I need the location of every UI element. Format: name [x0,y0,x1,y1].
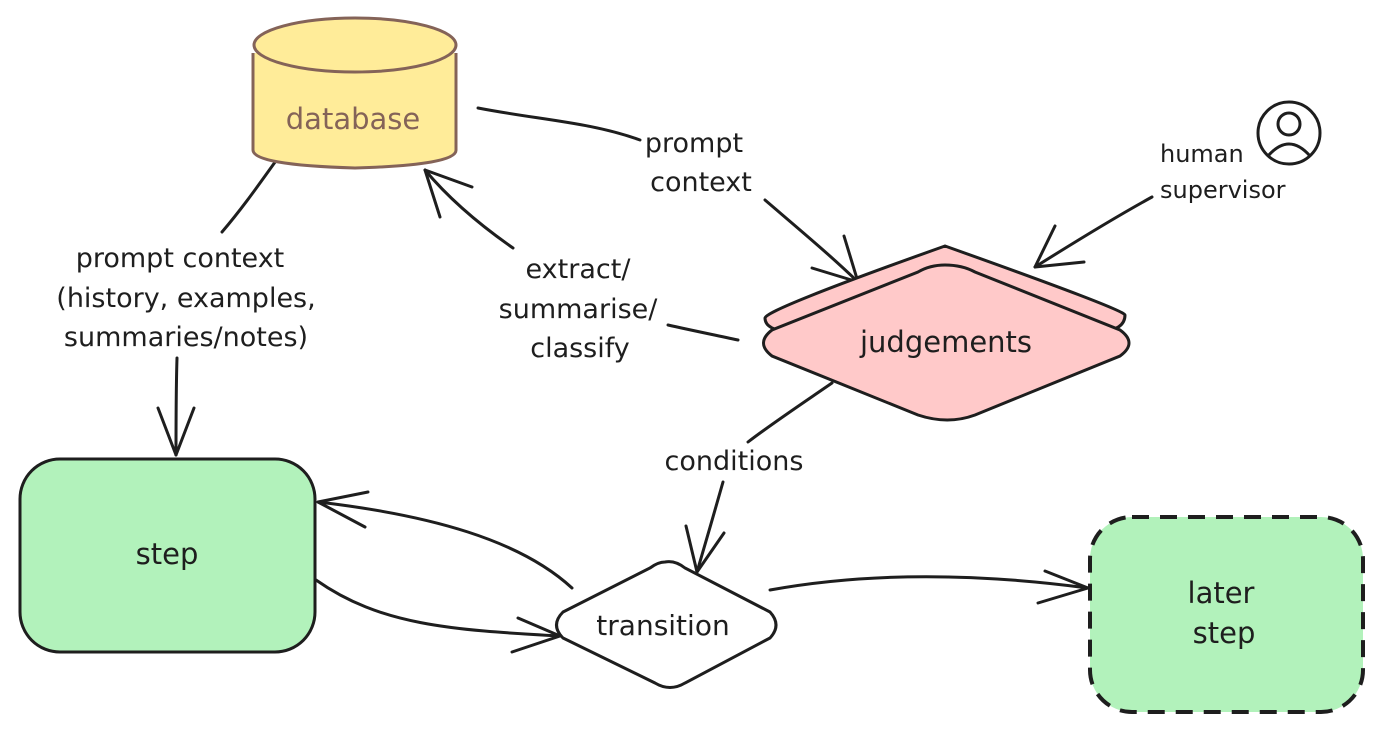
later-step-node[interactable]: later step [1088,515,1365,714]
judgements-to-db-label-line2: summarise/ [499,294,659,325]
conditions-label: conditions [665,446,804,477]
user-circle-icon [1256,100,1322,166]
step-box [18,457,317,654]
edge-judgements-to-database [423,168,740,342]
step-label: step [136,537,199,571]
later-step-label-line1: later [1188,576,1255,610]
later-step-box [1088,515,1365,714]
step-node[interactable]: step [18,457,317,654]
judgements-to-db-label-line1: extract/ [526,254,632,285]
edge-transition-to-step [316,490,574,590]
edge-step-to-transition [314,578,562,654]
edge-database-to-step [156,156,280,457]
supervisor-label-line2: supervisor [1160,176,1286,204]
db-to-judgements-label-line2: context [650,167,752,198]
transition-node[interactable]: transition [555,560,778,689]
db-to-judgements-label-line1: prompt [645,128,743,159]
supervisor-label-line1: human [1160,140,1244,168]
judgements-front-diamond [762,263,1131,422]
db-to-step-label-line1: prompt context [76,243,285,274]
database-top [252,16,458,74]
db-to-step-label-line2: (history, examples, [56,283,315,314]
judgements-node[interactable]: judgements [762,244,1131,422]
edge-judgements-to-transition [684,381,834,574]
database-node[interactable]: database [251,16,458,170]
judgements-label: judgements [859,325,1032,359]
edge-label-conditions: conditions [665,446,804,477]
database-label: database [286,102,420,136]
transition-label: transition [596,609,729,642]
transition-diamond [555,560,778,689]
edge-label-db-to-step: prompt context (history, examples, summa… [56,243,315,353]
edge-label-judgements-to-db: extract/ summarise/ classify [499,254,659,364]
edge-label-db-to-judgements: prompt context [645,128,752,198]
db-to-step-label-line3: summaries/notes) [64,322,308,353]
later-step-label-line2: step [1193,616,1256,650]
judgements-to-db-label-line3: classify [530,333,630,364]
human-supervisor[interactable]: human supervisor [1160,100,1322,204]
edge-supervisor-to-judgements [1033,195,1154,269]
database-body [251,53,458,170]
edge-transition-to-later-step [768,569,1090,605]
